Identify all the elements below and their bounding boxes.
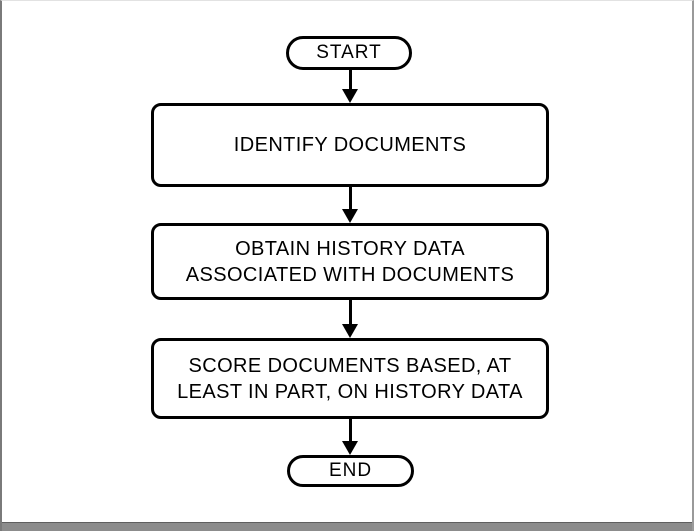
connector-start-to-identify [342, 70, 358, 103]
flowchart-node-obtain-history-data: OBTAIN HISTORY DATA ASSOCIATED WITH DOCU… [151, 223, 549, 300]
connector-identify-to-obtain [342, 187, 358, 223]
end-label: END [328, 460, 373, 481]
window-bottom-edge [2, 522, 692, 531]
flowchart-node-identify-documents: IDENTIFY DOCUMENTS [151, 103, 549, 187]
process-text-line: IDENTIFY DOCUMENTS [233, 134, 467, 156]
arrowhead-down-icon [342, 324, 358, 338]
flowchart-node-start: START [286, 36, 412, 70]
connector-line [348, 70, 352, 90]
start-label: START [316, 42, 382, 63]
arrowhead-down-icon [342, 89, 358, 103]
arrowhead-down-icon [342, 441, 358, 455]
connector-line [348, 419, 352, 442]
process-text-line: SCORE DOCUMENTS BASED, AT [188, 354, 512, 377]
process-text-line: LEAST IN PART, ON HISTORY DATA [177, 380, 523, 403]
flowchart-node-end: END [287, 455, 414, 487]
arrowhead-down-icon [342, 209, 358, 223]
connector-obtain-to-score [342, 300, 358, 338]
process-text-line: OBTAIN HISTORY DATA [235, 237, 465, 260]
connector-line [348, 300, 352, 325]
connector-line [348, 187, 352, 210]
process-text-line: ASSOCIATED WITH DOCUMENTS [185, 263, 515, 286]
connector-score-to-end [342, 419, 358, 455]
flowchart-node-score-documents: SCORE DOCUMENTS BASED, AT LEAST IN PART,… [151, 338, 549, 419]
